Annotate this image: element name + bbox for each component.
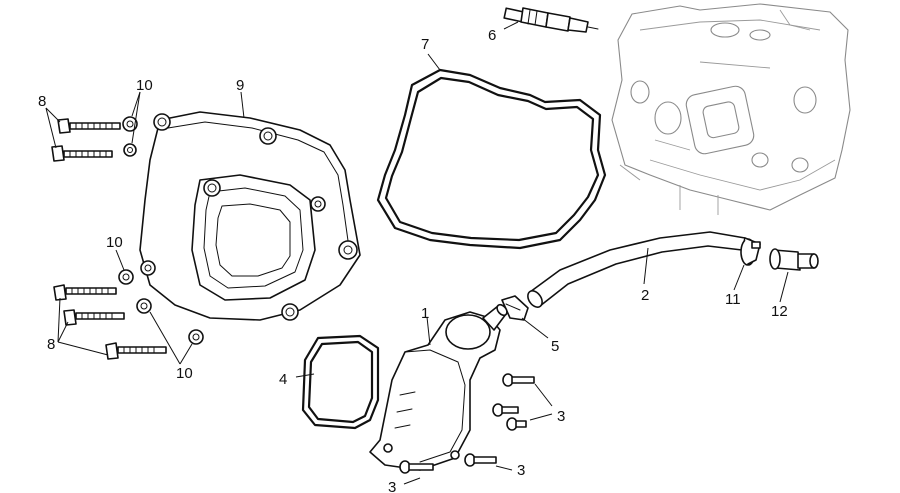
- leader-lines: [45, 21, 789, 485]
- breather-hose: [527, 231, 746, 308]
- spacer-upper-1: [122, 116, 138, 132]
- callout-3-lower-right: 3: [517, 462, 525, 479]
- separator-gasket: [301, 334, 380, 430]
- spark-plug: [503, 7, 599, 33]
- callout-10-upper: 10: [136, 77, 153, 94]
- callout-3-bottom: 3: [388, 479, 396, 493]
- valve-cover-gasket: [376, 68, 607, 250]
- spacer-upper-2: [123, 143, 137, 157]
- callout-3-right: 3: [557, 408, 565, 425]
- screw-3: [506, 417, 527, 431]
- screw-2: [492, 403, 519, 417]
- screw-5: [399, 460, 434, 474]
- bolt-lower-2: [63, 309, 125, 326]
- callout-7: 7: [421, 36, 429, 53]
- callout-2: 2: [641, 287, 649, 304]
- bolt-upper-2: [51, 145, 113, 162]
- hose-fitting: [769, 248, 819, 271]
- hose-clamp: [740, 237, 761, 266]
- callout-8-lower: 8: [47, 336, 55, 353]
- callout-11: 11: [725, 291, 741, 308]
- cylinder-head: [611, 3, 851, 215]
- bolt-lower-3: [105, 342, 167, 360]
- callout-12: 12: [771, 303, 788, 320]
- callout-4: 4: [279, 371, 287, 388]
- callout-1: 1: [421, 305, 429, 322]
- callout-9: 9: [236, 77, 244, 94]
- bolt-upper-1: [57, 118, 121, 134]
- spacer-lower-1: [118, 269, 134, 285]
- small-hose-clamp: [501, 295, 529, 321]
- callout-5: 5: [551, 338, 559, 355]
- oil-separator: [369, 303, 508, 471]
- bolt-lower-1: [53, 284, 117, 301]
- spacer-lower-3: [188, 329, 204, 345]
- valve-cover: [139, 111, 361, 321]
- callout-8-upper: 8: [38, 93, 46, 110]
- callout-6: 6: [488, 27, 496, 44]
- spacer-lower-2: [136, 298, 152, 314]
- screw-1: [502, 373, 535, 387]
- callout-10-lower: 10: [176, 365, 193, 382]
- screw-4: [464, 453, 497, 467]
- callout-10-middle: 10: [106, 234, 123, 251]
